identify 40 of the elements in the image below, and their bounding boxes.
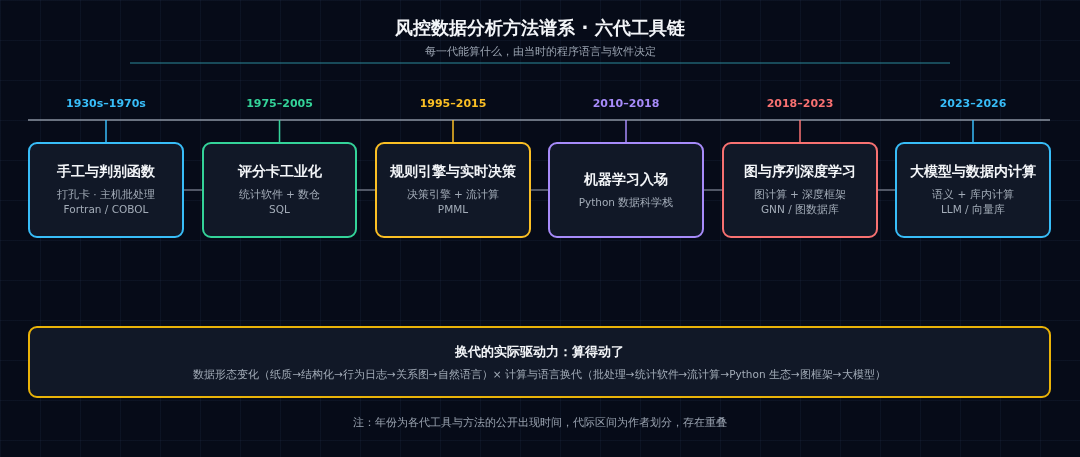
tool-list: PMML bbox=[437, 202, 469, 217]
year-label: 2023–2026 bbox=[938, 97, 1008, 110]
panel-text: 数据形态变化（纸质→结构化→行为日志→关系图→自然语言）× 计算与语言换代（批处理→统计软件→流计算→Python 生态→图框架→大模型） bbox=[193, 366, 886, 382]
year-label: 1995–2015 bbox=[418, 97, 488, 110]
era-card bbox=[722, 142, 878, 238]
subtitle: 每一代能算什么，由当时的程序语言与软件决定 bbox=[423, 44, 657, 59]
connector-line bbox=[703, 189, 723, 191]
year-label: 1975–2005 bbox=[245, 97, 314, 110]
card-subtitle: 语义 + 库内计算 bbox=[932, 187, 1014, 202]
tool-list: Fortran / COBOL bbox=[63, 202, 149, 217]
summary-panel bbox=[28, 326, 1051, 398]
card-subtitle: 统计软件 + 数仓 bbox=[238, 187, 321, 202]
year-label: 1930s–1970s bbox=[65, 97, 147, 110]
connector-line bbox=[530, 189, 549, 191]
connector-line bbox=[183, 189, 203, 191]
footnote: 注：年份为各代工具与方法的公开出现时间，代际区间为作者划分，存在重叠 bbox=[352, 416, 728, 430]
era-card bbox=[895, 142, 1051, 238]
card-title: 机器学习入场 bbox=[584, 170, 668, 189]
era-card bbox=[548, 142, 704, 238]
diagram-title: 风控数据分析方法谱系 · 六代工具链 bbox=[394, 16, 686, 40]
tool-list: GNN / 图数据库 bbox=[760, 202, 840, 217]
era-card bbox=[202, 142, 357, 238]
card-title: 手工与判别函数 bbox=[57, 163, 155, 181]
era-card bbox=[28, 142, 184, 238]
connector-line bbox=[356, 189, 376, 191]
connector-line bbox=[877, 189, 896, 191]
card-subtitle: Python 数据科学栈 bbox=[578, 194, 674, 210]
card-title: 图与序列深度学习 bbox=[744, 163, 856, 181]
year-label: 2010–2018 bbox=[591, 97, 661, 110]
card-subtitle: 决策引擎 + 流计算 bbox=[406, 187, 500, 202]
card-title: 大模型与数据内计算 bbox=[910, 163, 1036, 181]
tool-list: LLM / 向量库 bbox=[941, 202, 1005, 217]
year-label: 2018–2023 bbox=[765, 97, 835, 110]
card-title: 规则引擎与实时决策 bbox=[390, 163, 516, 181]
tool-list: SQL bbox=[269, 202, 290, 217]
card-title: 评分卡工业化 bbox=[237, 163, 322, 181]
card-subtitle: 打孔卡 · 主机批处理 bbox=[57, 187, 155, 202]
era-card bbox=[375, 142, 531, 238]
panel-title: 换代的实际驱动力：算得动了 bbox=[455, 342, 624, 361]
card-subtitle: 图计算 + 深度框架 bbox=[753, 187, 847, 202]
